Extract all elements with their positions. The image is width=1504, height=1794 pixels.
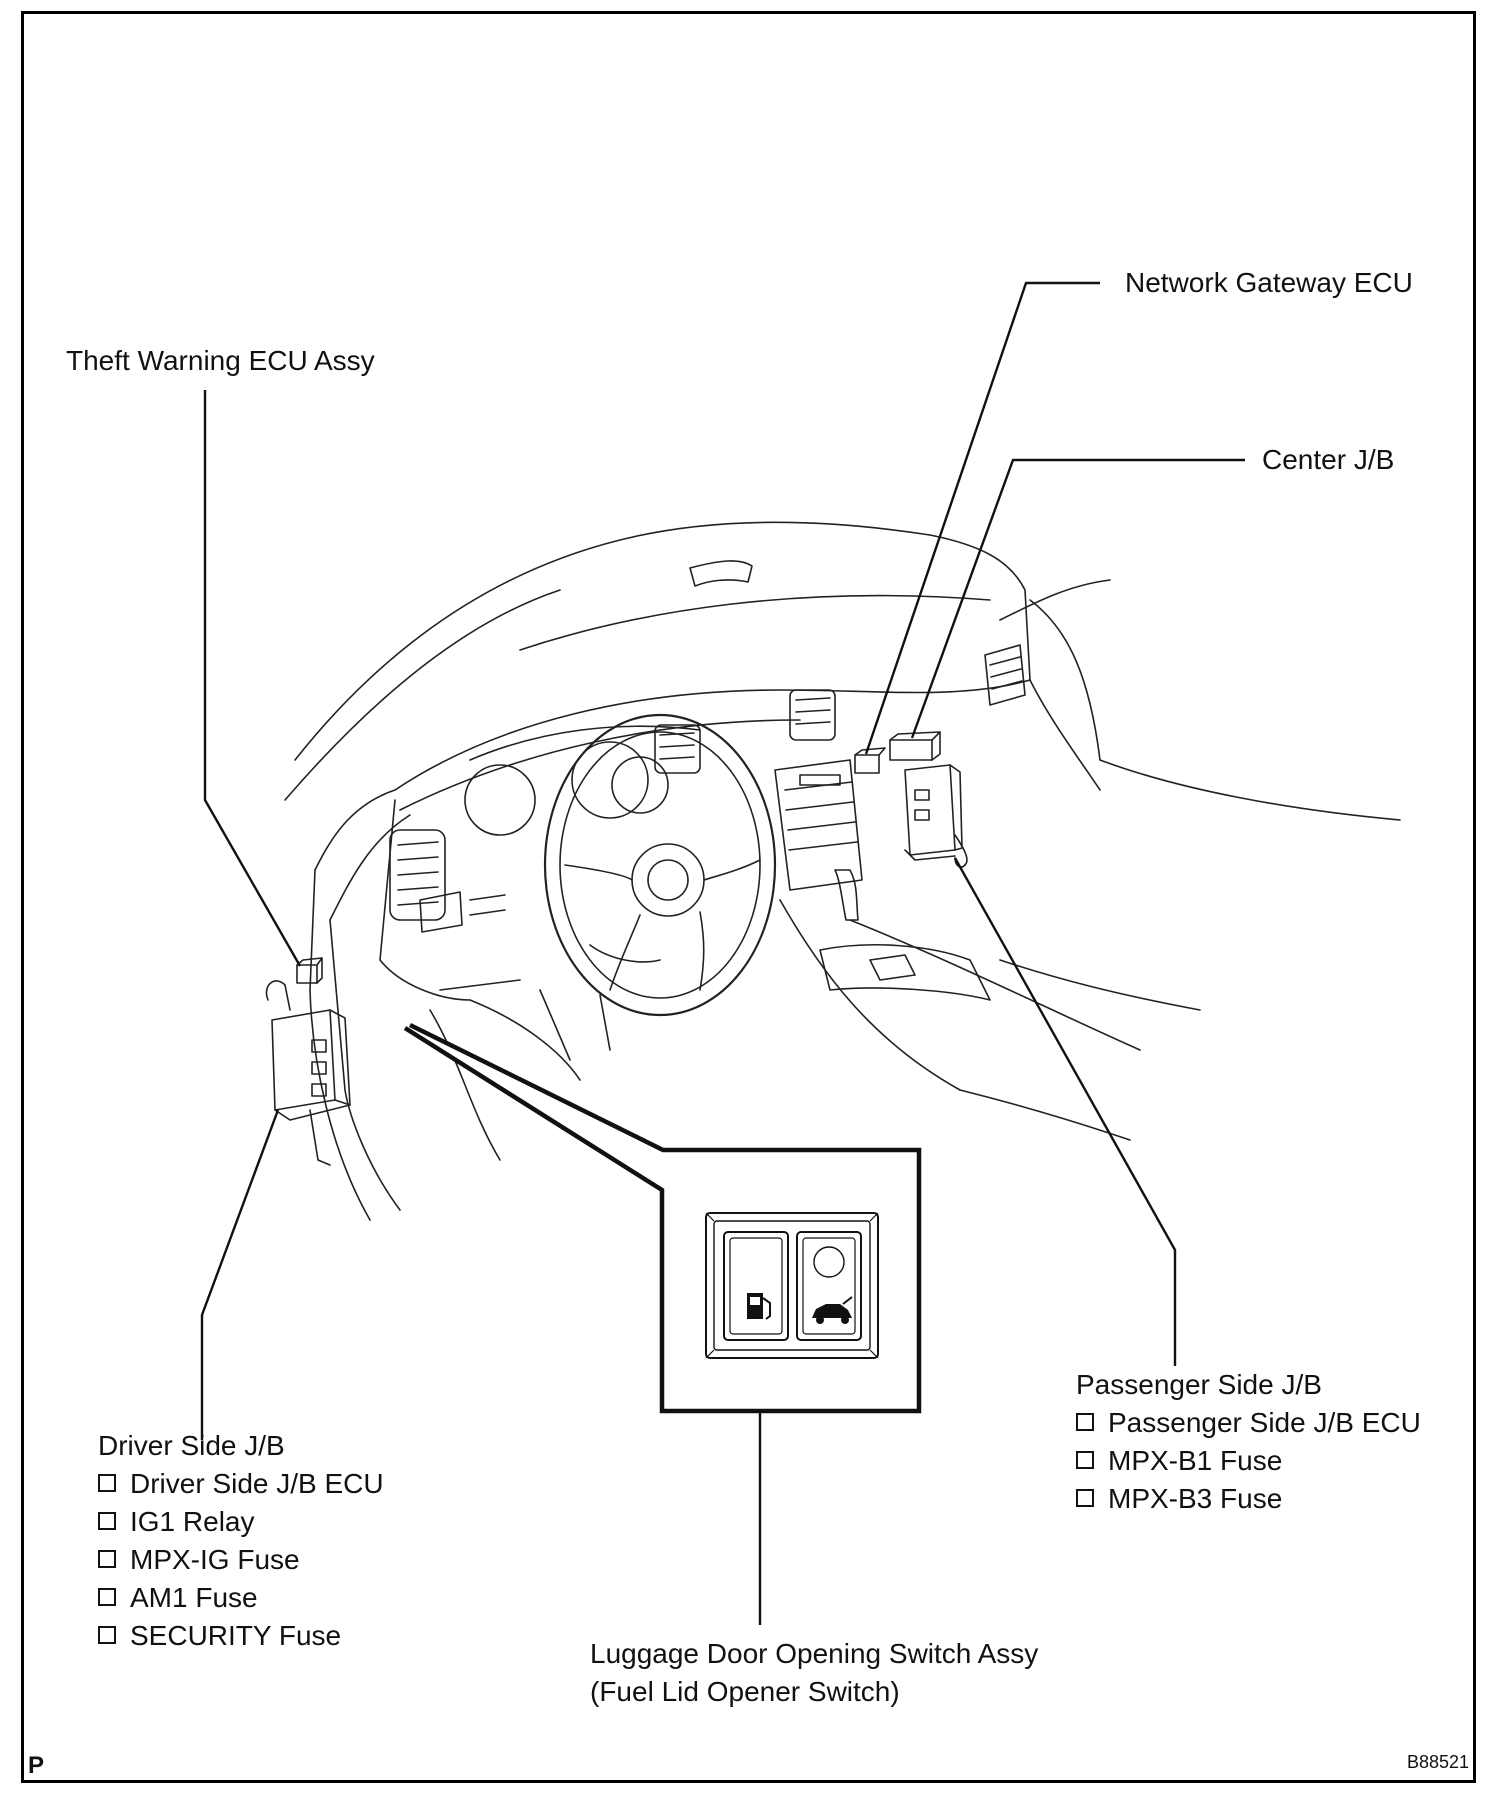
list-item-label: MPX-IG Fuse	[130, 1544, 300, 1575]
checkbox-icon	[98, 1474, 116, 1492]
callout-zoom	[403, 1022, 922, 1414]
list-item-label: MPX-B1 Fuse	[1108, 1445, 1283, 1476]
car-trunk-icon	[812, 1296, 853, 1324]
leader-theft-warning	[203, 390, 302, 967]
dashboard-drawing	[265, 521, 1401, 1221]
list-item: MPX-IG Fuse	[98, 1541, 384, 1579]
checkbox-icon	[98, 1550, 116, 1568]
leader-passenger-jb	[953, 857, 1177, 1366]
list-item: MPX-B3 Fuse	[1076, 1480, 1421, 1518]
leader-lines	[200, 281, 1245, 1625]
checkbox-icon	[1076, 1451, 1094, 1469]
figure-id: B88521	[1407, 1752, 1470, 1772]
diagram-frame	[21, 11, 1476, 1783]
list-item-label: SECURITY Fuse	[130, 1620, 342, 1651]
list-item-label: IG1 Relay	[130, 1506, 255, 1537]
driver-side-jb-title: Driver Side J/B	[98, 1430, 285, 1461]
list-item: AM1 Fuse	[98, 1579, 384, 1617]
checkbox-icon	[98, 1512, 116, 1530]
passenger-side-jb-list: Passenger Side J/B ECU MPX-B1 Fuse MPX-B…	[1076, 1404, 1421, 1518]
list-item: IG1 Relay	[98, 1503, 384, 1541]
list-item: Driver Side J/B ECU	[98, 1465, 384, 1503]
switch-panel	[705, 1212, 879, 1359]
theft-warning-ecu-label: Theft Warning ECU Assy	[66, 345, 375, 376]
luggage-switch-label-line1: Luggage Door Opening Switch Assy	[590, 1638, 1039, 1669]
list-item: MPX-B1 Fuse	[1076, 1442, 1421, 1480]
passenger-side-jb-title: Passenger Side J/B	[1076, 1369, 1322, 1400]
checkbox-icon	[1076, 1489, 1094, 1507]
checkbox-icon	[1076, 1413, 1094, 1431]
checkbox-icon	[98, 1626, 116, 1644]
luggage-switch-label-line2: (Fuel Lid Opener Switch)	[590, 1676, 900, 1707]
list-item: Passenger Side J/B ECU	[1076, 1404, 1421, 1442]
list-item-label: MPX-B3 Fuse	[1108, 1483, 1283, 1514]
leader-network-gateway	[864, 281, 1100, 755]
center-jb-label: Center J/B	[1262, 444, 1395, 475]
driver-side-jb-list: Driver Side J/B ECU IG1 Relay MPX-IG Fus…	[98, 1465, 384, 1655]
list-item-label: Driver Side J/B ECU	[130, 1468, 384, 1499]
checkbox-icon	[98, 1588, 116, 1606]
page-marker-left: P	[28, 1752, 45, 1779]
leader-center-jb	[910, 458, 1245, 739]
network-gateway-ecu-label: Network Gateway ECU	[1125, 267, 1413, 298]
list-item-label: Passenger Side J/B ECU	[1108, 1407, 1421, 1438]
list-item: SECURITY Fuse	[98, 1617, 384, 1655]
leader-driver-jb	[200, 1109, 280, 1440]
fuel-pump-icon	[747, 1293, 771, 1320]
list-item-label: AM1 Fuse	[130, 1582, 258, 1613]
